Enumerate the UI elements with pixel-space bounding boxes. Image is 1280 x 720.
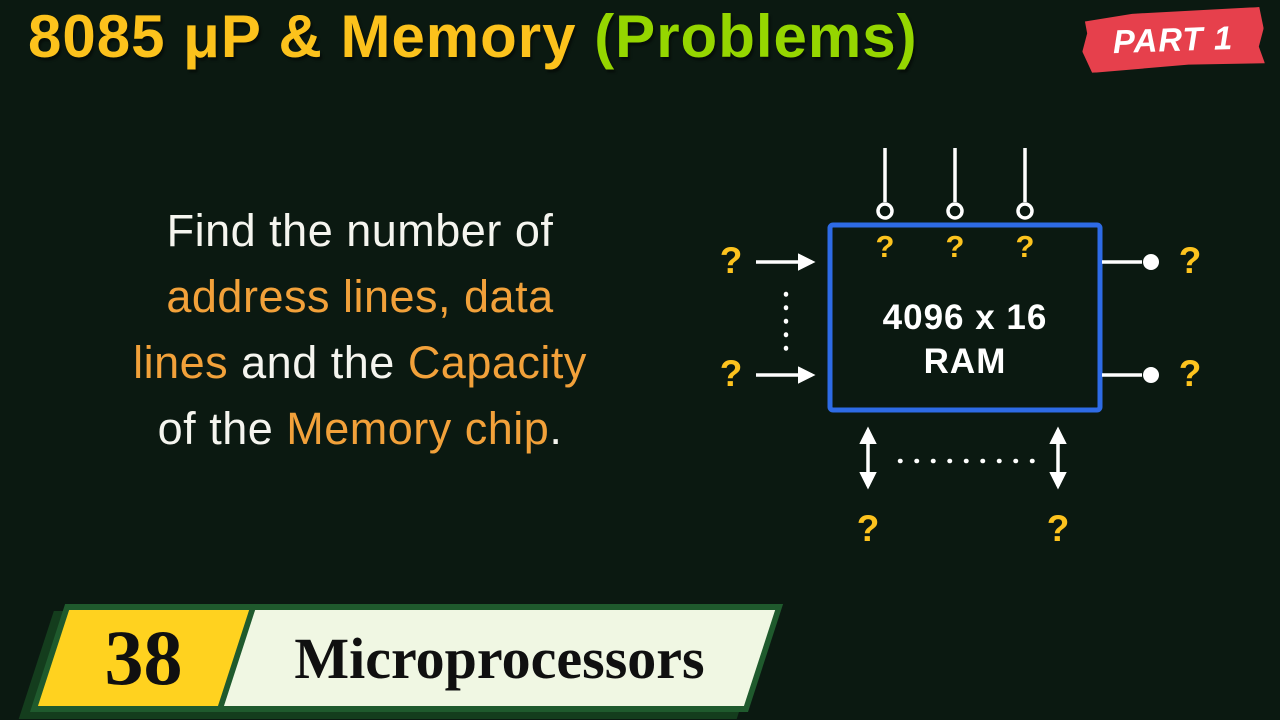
page-title: 8085 μP & Memory (Problems) [28,2,918,71]
right-output-terminal-1 [1143,254,1159,270]
qmark-left-2: ? [719,353,743,394]
title-main-text: 8085 μP & Memory [28,3,595,70]
question-segment: and the [228,337,408,388]
question-segment: of the [157,403,287,454]
chip-type-label: RAM [923,342,1007,381]
title-accent-text: (Problems) [594,3,918,70]
qmark-right-2: ? [1178,353,1202,394]
question-text: Find the number of address lines, data l… [40,198,680,462]
question-line: lines and the Capacity [40,330,680,396]
question-line: of the Memory chip. [40,396,680,462]
question-segment: lines [133,337,229,388]
episode-number: 38 [104,614,183,701]
qmark-left-1: ? [719,240,743,281]
episode-badge: 38 Microprocessors [30,604,784,712]
top-pin-terminal-2 [946,202,964,220]
episode-number-badge: 38 [37,610,250,706]
part-badge-label: PART 1 [1112,18,1234,61]
question-segment: Find the number of [166,205,554,256]
top-pin-terminal-3 [1016,202,1034,220]
qmark-top-1: ? [875,229,895,264]
question-segment: address lines, data [166,271,554,322]
question-line: Find the number of [40,198,680,264]
right-output-terminal-2 [1143,367,1159,383]
series-title-badge: Microprocessors [223,610,776,706]
qmark-top-2: ? [945,229,965,264]
series-title: Microprocessors [294,625,705,691]
episode-badge-frame: 38 Microprocessors [30,604,784,712]
qmark-bottom-2: ? [1046,508,1070,549]
question-segment: Capacity [407,337,587,388]
question-segment: . [549,403,563,454]
question-segment: Memory chip [286,403,550,454]
ram-chip-label: 4096 x 16 RAM [830,225,1100,410]
question-line: address lines, data [40,264,680,330]
qmark-bottom-1: ? [856,508,880,549]
qmark-right-1: ? [1178,240,1202,281]
part-badge: PART 1 [1081,7,1265,73]
qmark-top-3: ? [1015,229,1035,264]
top-pin-terminal-1 [876,202,894,220]
chip-size-label: 4096 x 16 [882,298,1048,337]
